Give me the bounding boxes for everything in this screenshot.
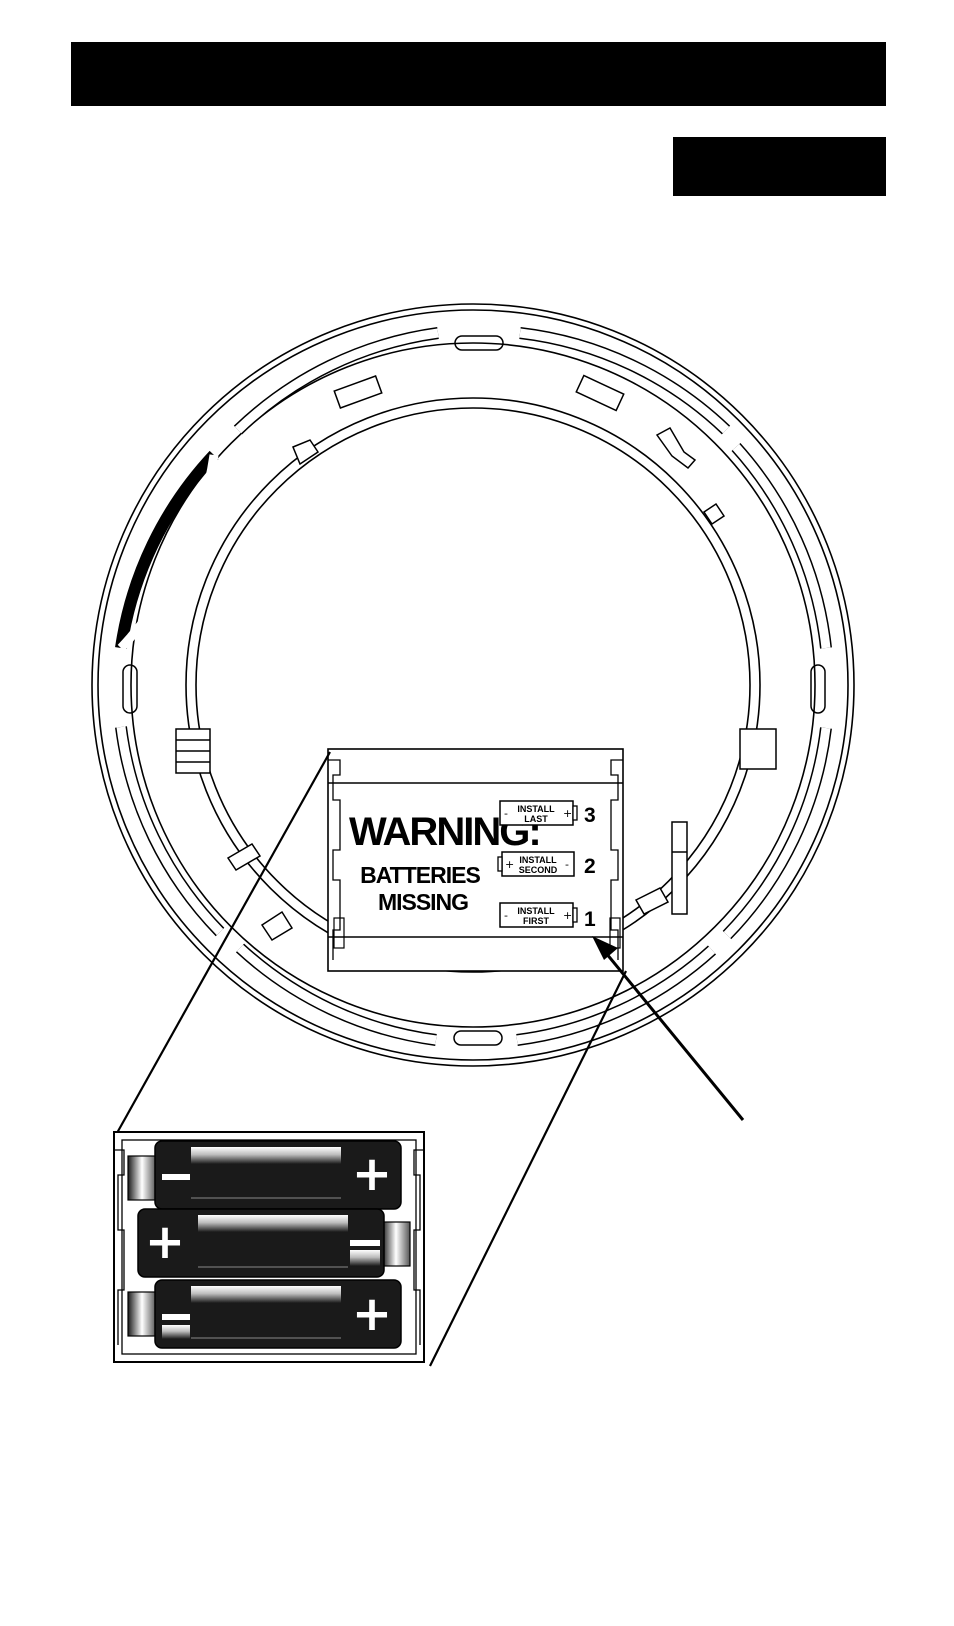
polarity-minus: - [504, 807, 508, 820]
header-bar [71, 42, 886, 106]
polarity-plus: + [563, 807, 572, 820]
slot-label-line1: INSTALL [517, 804, 555, 814]
battery-middle: + [137, 1208, 411, 1278]
slot-label-line2: FIRST [523, 916, 550, 926]
battery-top: + [127, 1140, 402, 1210]
battery-inset: + + + [113, 1131, 425, 1363]
polarity-plus: + [563, 909, 572, 922]
arrow-head-icon [592, 936, 618, 960]
slot-1-arrow [592, 936, 745, 1121]
battery-plus-symbol: + [352, 1286, 392, 1342]
slot-label-line1: INSTALL [517, 906, 555, 916]
zoom-callout-lines [116, 751, 627, 1367]
slot-install-last: - + INSTALL LAST 3 [499, 800, 596, 827]
ring-tabs [175, 374, 777, 942]
warning-line-1: BATTERIES [360, 862, 480, 888]
battery-plus-symbol: + [145, 1214, 185, 1270]
polarity-minus: - [565, 858, 569, 871]
slot-label-line1: INSTALL [519, 855, 557, 865]
slot-number-3: 3 [584, 804, 596, 827]
polarity-minus: - [504, 909, 508, 922]
slot-number-1: 1 [584, 908, 596, 931]
slot-install-first: - + INSTALL FIRST 1 [499, 902, 596, 931]
battery-bottom: + [127, 1279, 402, 1349]
slot-number-2: 2 [584, 855, 596, 878]
polarity-plus: + [505, 858, 514, 871]
slot-label-line2: SECOND [519, 865, 558, 875]
warning-line-2: MISSING [378, 889, 468, 915]
section-label-bar [673, 137, 886, 196]
ring-slots [115, 327, 832, 1046]
slot-label-line2: LAST [524, 814, 548, 824]
battery-plus-symbol: + [352, 1146, 392, 1202]
battery-compartment: WARNING: BATTERIES MISSING - + INSTALL L… [327, 748, 624, 972]
slot-install-second: + - INSTALL SECOND 2 [497, 851, 596, 878]
